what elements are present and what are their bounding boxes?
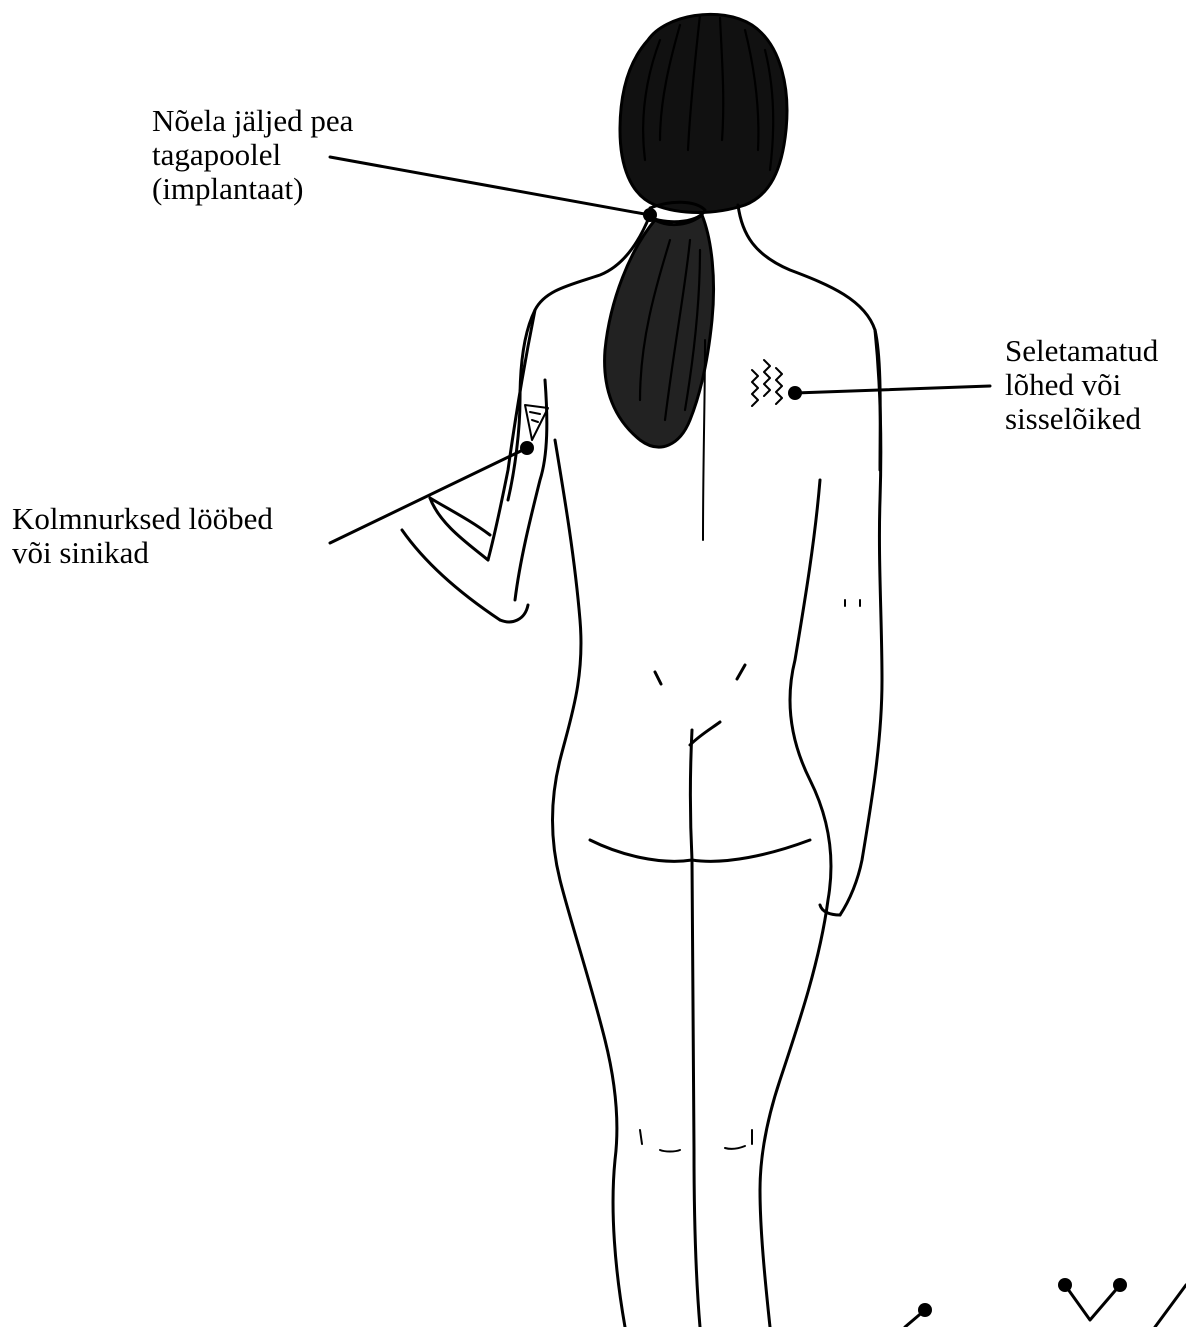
unexplained-cuts-line-1: Seletamatud [1005,334,1158,368]
zigzag-cuts-mark [752,360,782,406]
unexplained-cuts-line-3: sisselõiked [1005,402,1158,436]
needle-marks-label: Nõela jäljed pea tagapoolel (implantaat) [152,104,353,206]
needle-marks-line-2: tagapoolel [152,138,353,172]
leader-cuts [788,386,990,400]
right-arm [820,330,882,915]
leader-needle [330,157,657,222]
left-arm [402,310,547,622]
unexplained-cuts-line-2: lõhed või [1005,368,1158,402]
triangular-rash-line-2: või sinikad [12,536,273,570]
needle-marks-line-1: Nõela jäljed pea [152,104,353,138]
corner-fragment-marks [905,1278,1186,1327]
unexplained-cuts-label: Seletamatud lõhed või sisselõiked [1005,334,1158,436]
triangular-rash-line-1: Kolmnurksed lööbed [12,502,273,536]
triangle-rash-mark [525,405,548,440]
triangular-rash-label: Kolmnurksed lööbed või sinikad [12,502,273,570]
needle-marks-line-3: (implantaat) [152,172,353,206]
head-hair [605,14,787,447]
